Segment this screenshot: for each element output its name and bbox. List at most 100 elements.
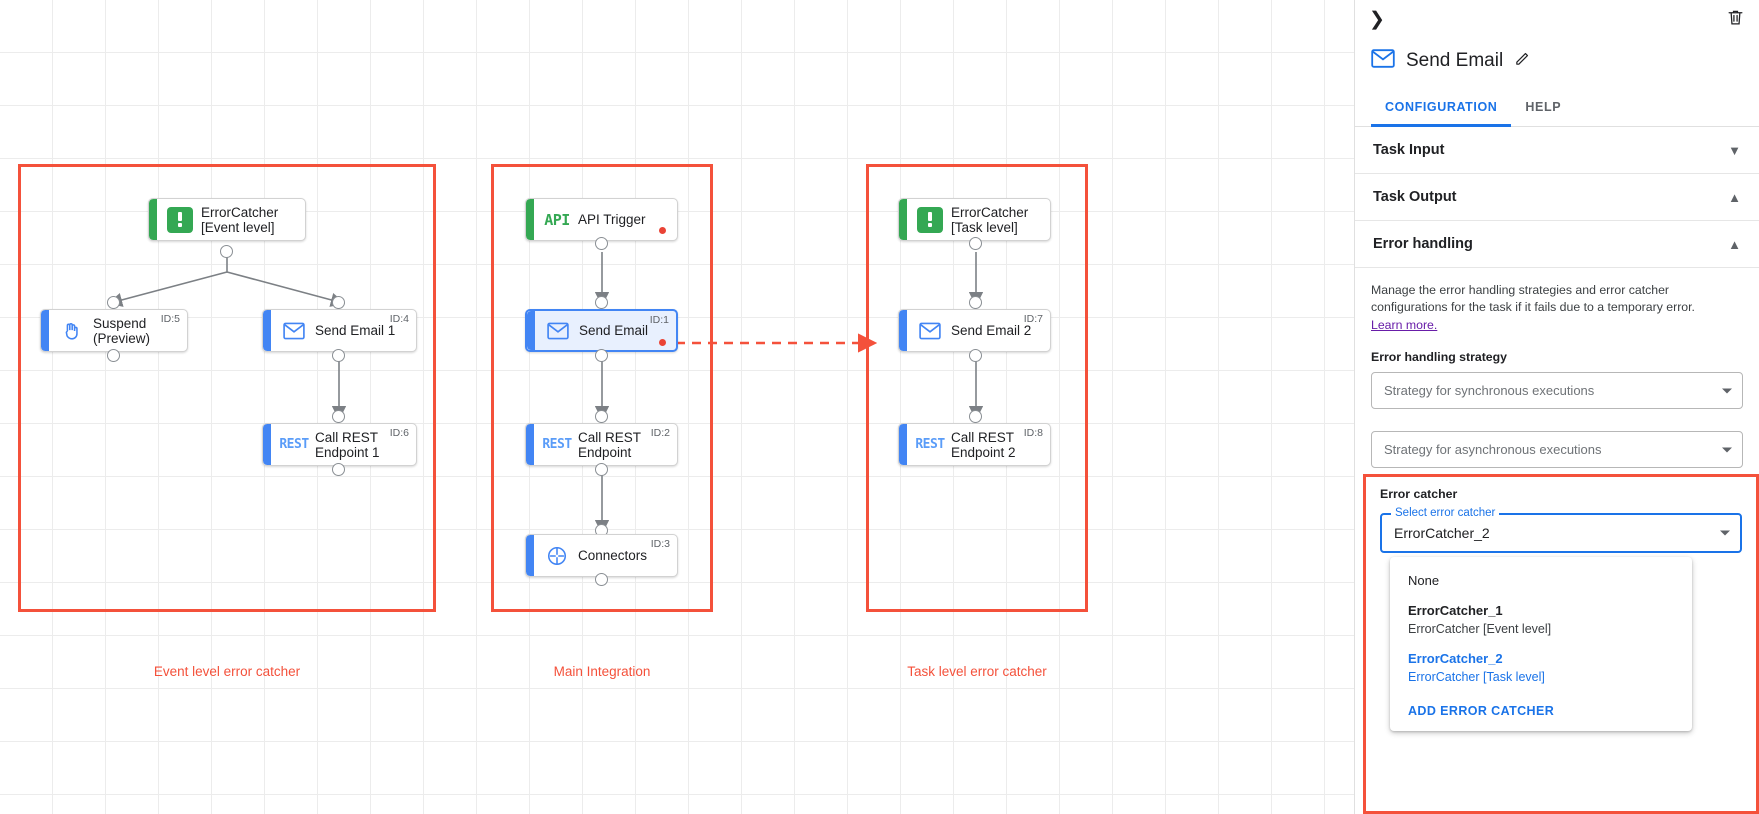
error-handling-strategy-label: Error handling strategy [1371,350,1507,364]
node-id-badge: ID:1 [649,314,669,326]
page-title: Send Email [1406,50,1504,71]
api-icon: API [544,210,570,229]
node-send-email-2[interactable]: Send Email 2 ID:7 [898,309,1051,352]
group-box-event-level [18,164,436,612]
add-error-catcher-button[interactable]: ADD ERROR CATCHER [1408,704,1555,718]
port-out[interactable] [595,463,608,476]
dropdown-option-errorcatcher-1[interactable]: ErrorCatcher_1 ErrorCatcher [Event level… [1390,596,1692,644]
select-error-catcher-field[interactable]: Select error catcher ErrorCatcher_2 [1380,507,1742,553]
envelope-icon [541,322,575,340]
envelope-icon [1371,49,1395,73]
tab-configuration[interactable]: CONFIGURATION [1371,92,1512,127]
task-config-panel: ❯ Send Email CONFIGURATION [1354,0,1759,814]
port-in[interactable] [332,296,345,309]
option-secondary: ErrorCatcher [Task level] [1408,670,1545,684]
port-in[interactable] [595,296,608,309]
rest-icon: REST [915,437,945,452]
section-task-input[interactable]: Task Input ▼ [1355,127,1759,174]
node-accent [526,199,534,240]
node-accent [526,424,534,465]
panel-top-bar: ❯ [1355,0,1759,40]
section-title: Error handling [1373,236,1473,252]
node-errorcatcher-event-level[interactable]: ErrorCatcher [Event level] [148,198,306,241]
error-catcher-dropdown[interactable]: None ErrorCatcher_1 ErrorCatcher [Event … [1390,557,1692,731]
port-in[interactable] [595,410,608,423]
port-out[interactable] [595,237,608,250]
node-accent [149,199,157,240]
chevron-up-icon: ▲ [1728,189,1741,205]
group-caption-event-level: Event level error catcher [153,664,301,679]
node-send-email-selected[interactable]: Send Email ID:1 [525,309,678,352]
port-out[interactable] [332,349,345,362]
group-caption-task-level: Task level error catcher [907,664,1047,679]
node-suspend[interactable]: Suspend (Preview) ID:5 [40,309,188,352]
port-out[interactable] [220,245,233,258]
error-catcher-label: Error catcher [1380,487,1458,501]
envelope-icon [913,322,947,340]
node-label: Call REST Endpoint [578,429,642,460]
port-out[interactable] [332,463,345,476]
rest-icon: REST [542,437,572,452]
group-box-main-integration [491,164,713,612]
error-catcher-icon [913,206,947,233]
section-error-handling[interactable]: Error handling ▲ [1355,221,1759,268]
chevron-down-icon [1722,447,1732,452]
node-api-trigger[interactable]: API API Trigger [525,198,678,241]
node-id-badge: ID:6 [389,427,409,439]
node-id-badge: ID:5 [160,313,180,325]
tab-help[interactable]: HELP [1525,100,1562,114]
node-accent [263,424,271,465]
port-out[interactable] [595,349,608,362]
group-box-task-level [866,164,1088,612]
node-label: ErrorCatcher [Event level] [201,204,279,235]
dropdown-option-errorcatcher-2[interactable]: ErrorCatcher_2 ErrorCatcher [Task level] [1390,644,1692,692]
async-strategy-value: Strategy for asynchronous executions [1384,442,1602,457]
port-out[interactable] [969,349,982,362]
node-label: Connectors [578,548,648,563]
node-send-email-1[interactable]: Send Email 1 ID:4 [262,309,417,352]
async-strategy-select[interactable]: Strategy for asynchronous executions [1371,431,1743,468]
node-accent [41,310,49,351]
rest-icon: REST [279,437,309,452]
port-in[interactable] [969,296,982,309]
learn-more-link[interactable]: Learn more. [1371,318,1438,332]
node-accent [899,310,907,351]
option-primary: ErrorCatcher_2 [1408,651,1503,666]
hand-icon [55,320,89,342]
node-call-rest-endpoint-1[interactable]: REST Call REST Endpoint 1 ID:6 [262,423,417,466]
node-id-badge: ID:8 [1023,427,1043,439]
panel-title-row: Send Email [1355,40,1759,80]
sync-strategy-select[interactable]: Strategy for synchronous executions [1371,372,1743,409]
error-catcher-block: Error catcher Select error catcher Error… [1363,474,1759,814]
node-id-badge: ID:3 [650,538,670,550]
node-label: ErrorCatcher [Task level] [951,204,1029,235]
error-handling-body: Manage the error handling strategies and… [1355,268,1759,468]
node-label: Send Email 1 [315,323,396,338]
dropdown-option-none[interactable]: None [1390,566,1692,596]
port-in[interactable] [107,296,120,309]
node-accent [263,310,271,351]
sync-strategy-value: Strategy for synchronous executions [1384,383,1595,398]
node-label: Suspend (Preview) [93,315,151,346]
node-accent [899,424,907,465]
connectors-icon [540,545,574,567]
port-out[interactable] [595,573,608,586]
port-out[interactable] [969,237,982,250]
envelope-icon [277,322,311,340]
chevron-right-icon[interactable]: ❯ [1369,9,1385,30]
port-out[interactable] [107,349,120,362]
node-id-badge: ID:7 [1023,313,1043,325]
trash-icon[interactable] [1726,8,1745,32]
node-error-marker [659,227,666,234]
chevron-down-icon: ▼ [1728,142,1741,158]
node-call-rest-endpoint-2[interactable]: REST Call REST Endpoint 2 ID:8 [898,423,1051,466]
section-task-output[interactable]: Task Output ▲ [1355,174,1759,221]
flow-canvas[interactable]: Event level error catcher Main Integrati… [0,0,1354,814]
port-in[interactable] [969,410,982,423]
port-in[interactable] [332,410,345,423]
select-error-catcher-value: ErrorCatcher_2 [1394,525,1490,541]
node-call-rest-endpoint[interactable]: REST Call REST Endpoint ID:2 [525,423,678,466]
node-connectors[interactable]: Connectors ID:3 [525,534,678,577]
node-errorcatcher-task-level[interactable]: ErrorCatcher [Task level] [898,198,1051,241]
pencil-icon[interactable] [1514,50,1531,72]
